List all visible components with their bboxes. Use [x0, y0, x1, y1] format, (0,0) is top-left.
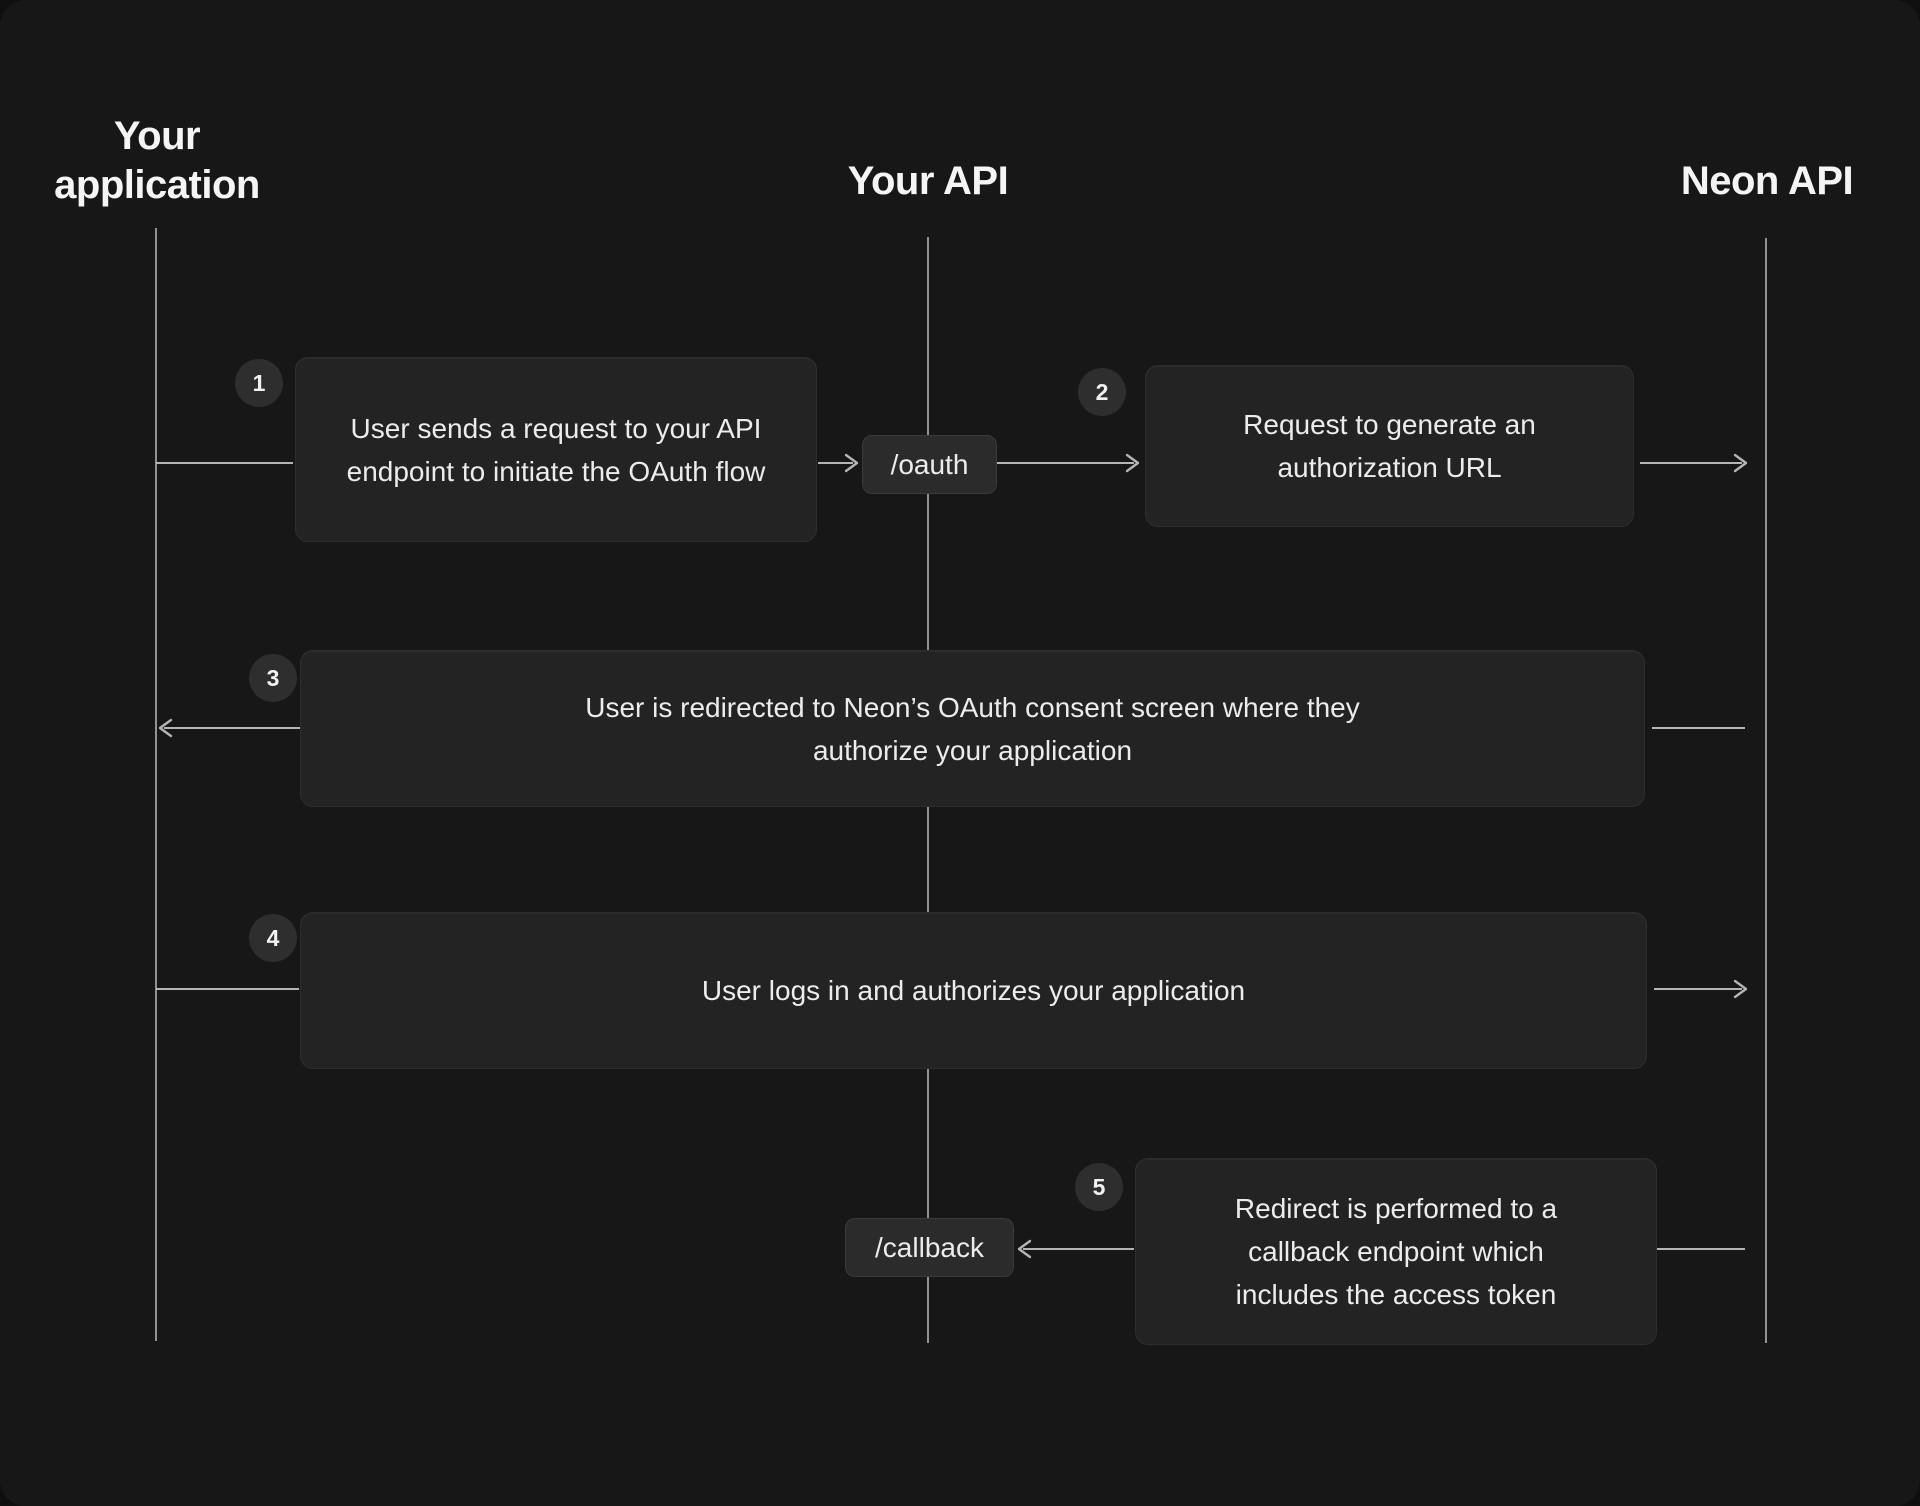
- endpoint-oauth-label: /oauth: [890, 448, 969, 480]
- step-3-message-box: User is redirected to Neon’s OAuth conse…: [300, 650, 1645, 807]
- endpoint-callback: /callback: [845, 1218, 1014, 1277]
- lane-label-neon-api: Neon API: [1680, 159, 1854, 203]
- step-4-number: 4: [266, 924, 280, 951]
- arrowhead-right-icon: [1733, 453, 1748, 473]
- step-2-text: Request to generate an authorization URL: [1243, 409, 1536, 483]
- step-3-number-badge: 3: [249, 654, 297, 702]
- step-1-number-badge: 1: [235, 359, 283, 407]
- step-5-number-badge: 5: [1075, 1163, 1123, 1211]
- step-1-message-box: User sends a request to your API endpoin…: [295, 357, 817, 542]
- step-2-number-badge: 2: [1078, 368, 1126, 416]
- arrow-step-3: [158, 718, 1745, 738]
- step-3-text: User is redirected to Neon’s OAuth conse…: [585, 691, 1360, 766]
- arrow-step-5: [1017, 1239, 1745, 1259]
- step-1-number: 1: [252, 369, 266, 396]
- lane-label-your-application: Your application: [54, 114, 260, 207]
- endpoint-oauth: /oauth: [862, 435, 997, 494]
- step-4-text: User logs in and authorizes your applica…: [701, 975, 1246, 1006]
- step-4-message-box: User logs in and authorizes your applica…: [300, 912, 1647, 1069]
- step-5-text: Redirect is performed to a callback endp…: [1234, 1193, 1558, 1310]
- step-2-message-box: Request to generate an authorization URL: [1145, 365, 1634, 527]
- arrowhead-left-icon: [1017, 1239, 1032, 1259]
- lane-label-your-api: Your API: [847, 159, 1009, 203]
- endpoint-callback-label: /callback: [875, 1231, 984, 1263]
- arrowhead-right-icon: [1125, 453, 1140, 473]
- arrow-step-2: [996, 453, 1748, 473]
- arrowhead-right-icon: [844, 453, 859, 473]
- step-2-number: 2: [1095, 378, 1109, 405]
- step-5-number: 5: [1092, 1173, 1106, 1200]
- step-4-number-badge: 4: [249, 914, 297, 962]
- step-3-number: 3: [266, 664, 280, 691]
- arrowhead-left-icon: [158, 718, 173, 738]
- arrowhead-right-icon: [1733, 979, 1748, 999]
- step-1-text: User sends a request to your API endpoin…: [346, 412, 766, 487]
- step-5-message-box: Redirect is performed to a callback endp…: [1135, 1158, 1657, 1345]
- arrow-step-1: [156, 453, 859, 473]
- arrow-step-4: [156, 979, 1748, 999]
